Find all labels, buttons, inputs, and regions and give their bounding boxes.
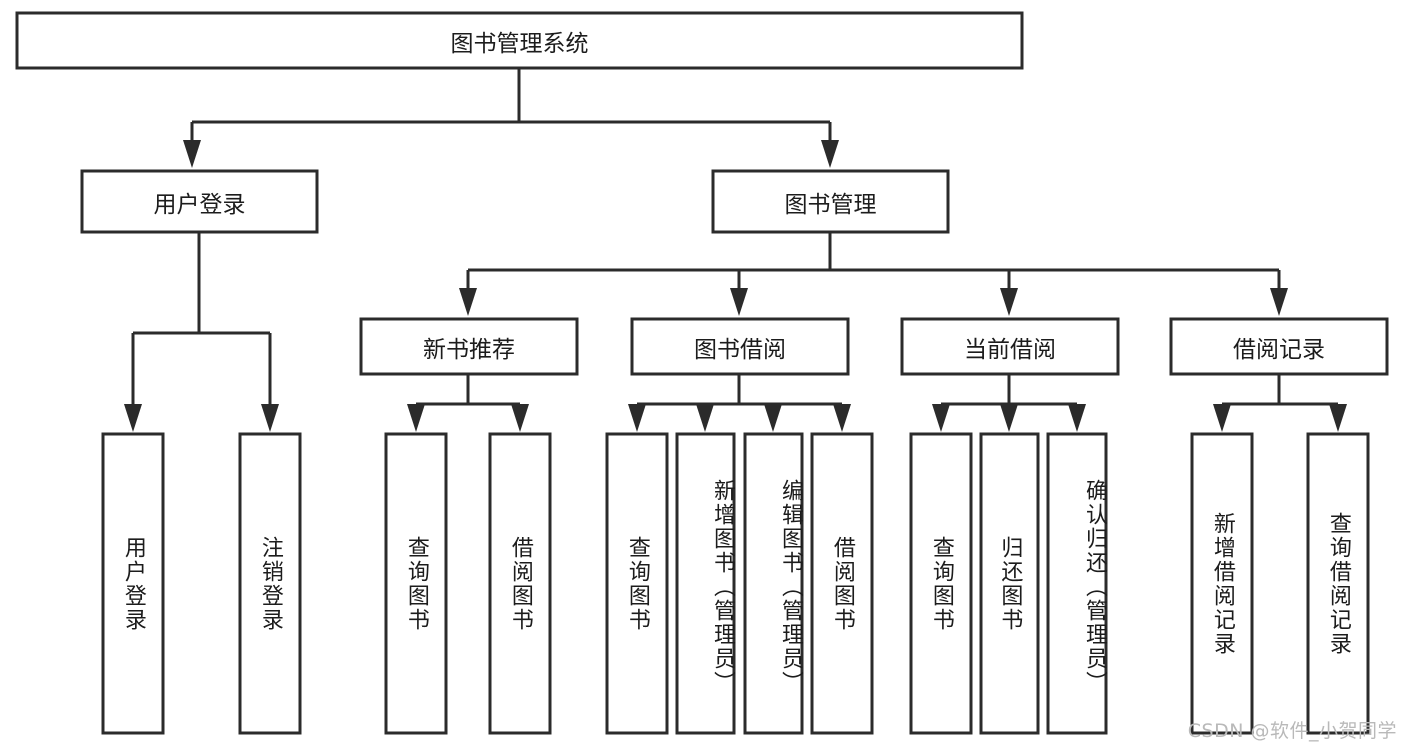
arrowhead-borrow-leaf4: [833, 404, 851, 432]
node-leaf-br-add-record[interactable]: [1190, 432, 1254, 735]
node-user-login[interactable]: [80, 169, 319, 234]
arrowhead-record-leaf2: [1329, 404, 1347, 432]
arrowhead-record-leaf1: [1213, 404, 1231, 432]
node-leaf-bb-query-book[interactable]: [605, 432, 669, 735]
boxes-layer: [15, 11, 1389, 735]
node-leaf-bb-add-book[interactable]: [675, 432, 736, 735]
node-borrow-record[interactable]: [1169, 317, 1389, 376]
node-leaf-user-login[interactable]: [101, 432, 165, 735]
arrowhead-current-leaf2: [1000, 404, 1018, 432]
node-leaf-bb-borrow-book[interactable]: [810, 432, 874, 735]
arrowhead-bookmgmt: [821, 140, 839, 168]
arrowheads-layer: [124, 140, 1347, 432]
arrowhead-current-leaf3: [1068, 404, 1086, 432]
arrowhead-record: [1270, 288, 1288, 316]
arrowhead-userlogin: [183, 140, 201, 168]
node-new-book-recommend[interactable]: [359, 317, 579, 376]
node-leaf-cb-confirm-return[interactable]: [1046, 432, 1108, 735]
arrowhead-borrow-leaf1: [628, 404, 646, 432]
arrowhead-borrow-leaf3: [764, 404, 782, 432]
node-current-borrow[interactable]: [900, 317, 1120, 376]
node-book-borrow[interactable]: [630, 317, 850, 376]
node-leaf-nb-borrow-book[interactable]: [488, 432, 552, 735]
arrowhead-newbook-leaf2: [511, 404, 529, 432]
node-leaf-bb-edit-book[interactable]: [743, 432, 804, 735]
arrowhead-userlogin-leaf1: [124, 404, 142, 432]
node-root[interactable]: [15, 11, 1024, 70]
arrowhead-newbook-leaf1: [407, 404, 425, 432]
node-leaf-logout[interactable]: [238, 432, 302, 735]
arrowhead-userlogin-leaf2: [261, 404, 279, 432]
arrowhead-current-leaf1: [932, 404, 950, 432]
node-leaf-cb-return-book[interactable]: [979, 432, 1040, 735]
node-book-management[interactable]: [711, 169, 950, 234]
arrowhead-borrow-leaf2: [696, 404, 714, 432]
arrowhead-borrow: [730, 288, 748, 316]
watermark-text: CSDN @软件_小贺同学: [1187, 720, 1397, 742]
node-leaf-br-query-record[interactable]: [1306, 432, 1370, 735]
arrowhead-newbook: [459, 288, 477, 316]
arrowhead-current: [1000, 288, 1018, 316]
node-leaf-nb-query-book[interactable]: [384, 432, 448, 735]
node-leaf-cb-query-book[interactable]: [909, 432, 973, 735]
